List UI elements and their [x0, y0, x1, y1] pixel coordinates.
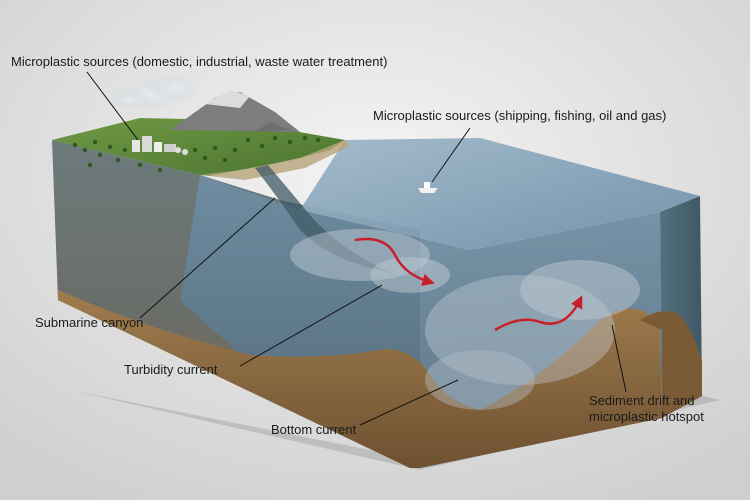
- ship-icon: [418, 182, 438, 193]
- cloud-icon: [108, 74, 203, 111]
- label-submarine-canyon: Submarine canyon: [35, 315, 144, 330]
- label-sediment-drift-line1: Sediment drift and: [589, 393, 695, 408]
- label-turbidity-current: Turbidity current: [124, 362, 218, 377]
- label-land-sources: Microplastic sources (domestic, industri…: [11, 54, 388, 69]
- leader-land-sources: [86, 71, 139, 141]
- label-bottom-current: Bottom current: [271, 422, 357, 437]
- label-sea-sources: Microplastic sources (shipping, fishing,…: [373, 108, 667, 123]
- bottom-current-cloud: [425, 260, 640, 410]
- leader-canyon: [139, 197, 276, 319]
- leader-turbidity: [239, 284, 383, 367]
- label-sediment-drift: Sediment drift and microplastic hotspot: [589, 393, 704, 425]
- factory-icon: [132, 136, 188, 155]
- leader-bottom: [359, 379, 459, 426]
- mountains: [170, 90, 300, 132]
- land-surface: [52, 118, 345, 176]
- forest: [72, 135, 321, 173]
- bottom-current-arrow: [494, 295, 583, 332]
- leader-drift: [611, 324, 627, 393]
- leader-sea-sources: [431, 127, 471, 183]
- turbidity-current-arrow: [354, 237, 435, 286]
- water-surface: [300, 138, 700, 250]
- submarine-canyon-feature: [255, 165, 395, 275]
- label-sediment-drift-line2: microplastic hotspot: [589, 409, 704, 424]
- sediment-layer: [58, 290, 662, 468]
